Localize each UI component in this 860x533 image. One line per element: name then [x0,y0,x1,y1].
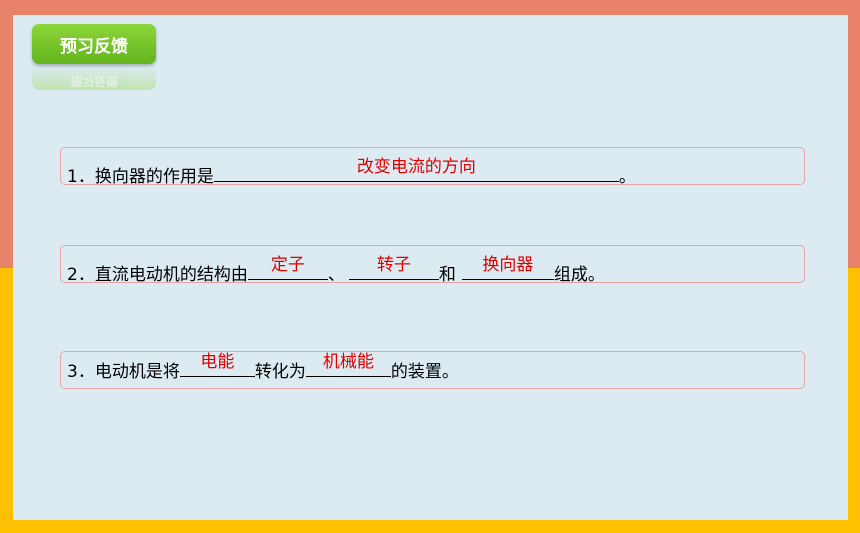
question-2-number: 2． [67,265,95,285]
question-2-sep-1: 、 [327,265,345,285]
question-3-suffix: 的装置。 [390,362,459,382]
content-panel [13,15,848,520]
question-1-box [60,147,805,185]
question-3-number: 3． [67,362,95,382]
question-2-answer-2: 转子 [376,255,411,275]
question-2-answer-3: 换向器 [482,255,534,275]
question-2-blank-3: 换向器 [461,255,554,280]
question-3-blank-1: 电能 [179,352,255,377]
question-1: 1．换向器的作用是 改变电流的方向。 [67,157,636,187]
question-1-blank: 改变电流的方向 [213,157,619,182]
question-3: 3．电动机是将电能转化为机械能的装置。 [67,352,459,382]
question-2-box [60,245,805,283]
question-2-sep-2: 和 [438,265,456,285]
question-1-number: 1． [67,167,95,187]
question-3-answer-2: 机械能 [322,352,374,372]
question-3-blank-2: 机械能 [305,352,391,377]
question-1-prefix: 换向器的作用是 [94,167,214,187]
question-2: 2．直流电动机的结构由 定子、 转子和 换向器组成。 [67,255,605,285]
question-2-suffix: 组成。 [553,265,605,285]
question-2-prefix: 直流电动机的结构由 [94,265,248,285]
question-2-blank-1: 定子 [247,255,328,280]
question-3-prefix: 电动机是将 [94,362,180,382]
question-2-blank-2: 转子 [348,255,439,280]
question-1-answer: 改变电流的方向 [356,157,476,177]
question-1-suffix: 。 [618,167,636,187]
section-tag-reflection: 预习反馈 [32,66,156,90]
question-2-answer-1: 定子 [270,255,305,275]
question-3-mid: 转化为 [254,362,306,382]
question-3-answer-1: 电能 [200,352,235,372]
question-3-box [60,351,805,389]
section-tag: 预习反馈 [32,24,156,64]
